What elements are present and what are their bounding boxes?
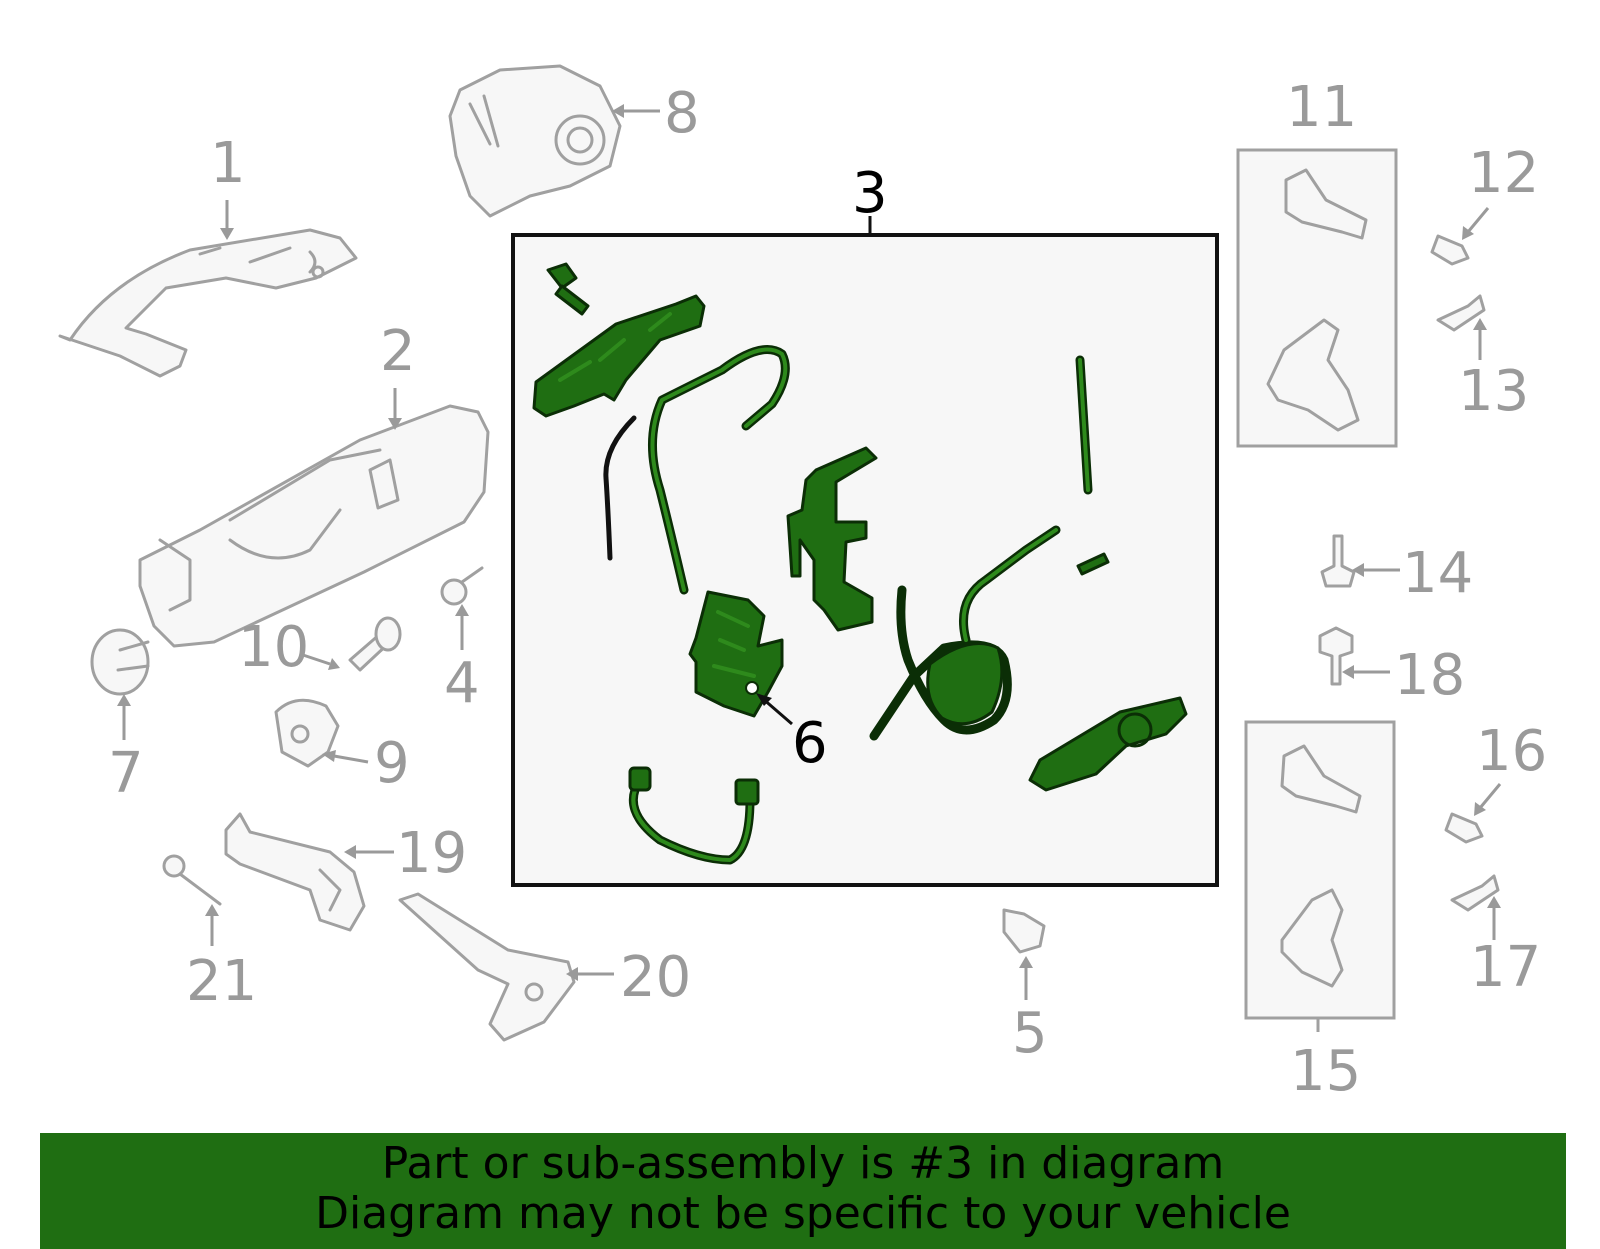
callout-5: 5	[1012, 1001, 1048, 1066]
part-19-check[interactable]	[224, 812, 366, 932]
disclaimer-line-1: Part or sub-assembly is #3 in diagram	[381, 1138, 1225, 1189]
callout-10: 10	[238, 615, 309, 680]
callout-20: 20	[620, 945, 691, 1010]
callout-9: 9	[374, 731, 410, 796]
part-14-bolt[interactable]	[1320, 534, 1356, 588]
part-7-bumper[interactable]	[90, 628, 150, 696]
callout-13: 13	[1458, 359, 1529, 424]
callout-15: 15	[1290, 1039, 1361, 1104]
handle-bracket-upper	[532, 294, 706, 418]
callout-19: 19	[396, 821, 467, 886]
part-2-inside-handle[interactable]	[138, 404, 490, 648]
part-12-bolt[interactable]	[1430, 234, 1470, 266]
part-13-bolt[interactable]	[1436, 294, 1486, 332]
part-20-bracket[interactable]	[398, 892, 576, 1042]
bolt-green-icon	[546, 262, 590, 316]
callout-2: 2	[380, 319, 416, 384]
disclaimer-line-2: Diagram may not be specific to your vehi…	[315, 1188, 1291, 1239]
loop-part	[926, 642, 1004, 726]
callout-21: 21	[186, 949, 257, 1014]
callout-12: 12	[1468, 141, 1539, 206]
callout-6: 6	[792, 711, 828, 776]
callout-18: 18	[1394, 643, 1465, 708]
part-5-clip[interactable]	[1002, 908, 1046, 954]
latch-center	[786, 446, 878, 632]
callout-11: 11	[1286, 75, 1357, 140]
part-15-hinge	[1280, 744, 1362, 988]
part-17-bolt[interactable]	[1450, 874, 1500, 912]
callout-7: 7	[108, 741, 144, 806]
part-16-bolt[interactable]	[1444, 812, 1484, 844]
callout-1: 1	[210, 131, 246, 196]
callout-3: 3	[852, 161, 888, 226]
callout-17: 17	[1470, 935, 1541, 1000]
part-4-clip[interactable]	[440, 566, 484, 606]
disclaimer-banner: Part or sub-assembly is #3 in diagram Di…	[40, 1133, 1566, 1249]
callout-8: 8	[664, 81, 700, 146]
part-10-pin[interactable]	[348, 616, 402, 672]
part-11-hinge	[1266, 168, 1368, 432]
part-8-lock-cylinder[interactable]	[448, 64, 622, 218]
part-1-outside-handle[interactable]	[58, 228, 358, 378]
part-9-striker[interactable]	[274, 698, 340, 768]
callout-4: 4	[444, 651, 480, 716]
part-21-bolt[interactable]	[162, 854, 222, 906]
assembly-3-components	[532, 262, 1188, 865]
latch-actuator-6	[688, 590, 784, 718]
callout-16: 16	[1476, 719, 1547, 784]
part-18-bolt[interactable]	[1318, 626, 1354, 686]
callout-14: 14	[1402, 541, 1473, 606]
